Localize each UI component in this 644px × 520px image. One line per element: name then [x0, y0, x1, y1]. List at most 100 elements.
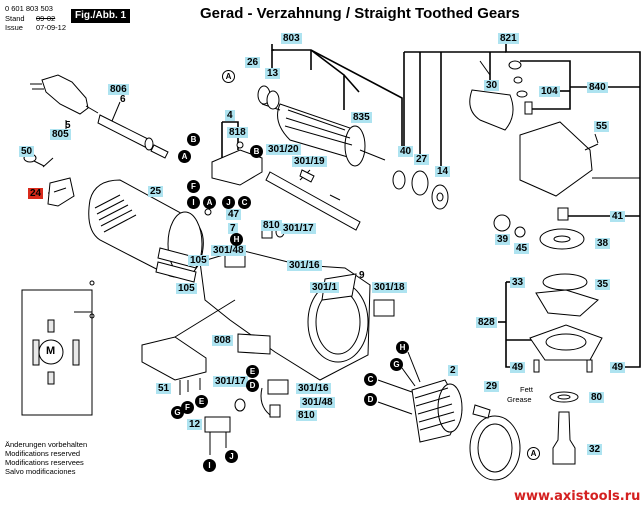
part-label-105-lower[interactable]: 105	[176, 283, 197, 294]
power-plug	[30, 74, 169, 159]
connector-i-module: I	[203, 459, 216, 472]
part-label-301-1[interactable]: 301/1	[310, 282, 340, 293]
part-label-25[interactable]: 25	[148, 186, 164, 197]
wiring-schematic	[21, 280, 95, 416]
part-label-840[interactable]: 840	[587, 82, 608, 93]
part-label-301-16-upper[interactable]: 301/16	[287, 260, 322, 271]
bearing-flange	[529, 273, 603, 373]
connector-h-stator: H	[396, 341, 409, 354]
part-label-301-48-lower[interactable]: 301/48	[300, 397, 335, 408]
stand-value: 09-02	[36, 14, 56, 23]
part-label-55[interactable]: 55	[594, 121, 610, 132]
connector-c-stator: C	[364, 373, 377, 386]
part-label-35[interactable]: 35	[595, 279, 611, 290]
issue-label: Issue	[5, 23, 23, 32]
gear-housing	[469, 60, 599, 197]
part-label-105-upper[interactable]: 105	[188, 255, 209, 266]
connector-a-guard: A	[527, 447, 540, 460]
part-label-9[interactable]: 9	[359, 270, 365, 281]
part-label-33[interactable]: 33	[510, 277, 526, 288]
connector-i-holder: I	[187, 196, 200, 209]
part-label-6[interactable]: 6	[120, 94, 126, 105]
part-label-47[interactable]: 47	[226, 209, 242, 220]
part-label-805[interactable]: 805	[50, 129, 71, 140]
brush-holder	[204, 141, 361, 231]
part-label-12[interactable]: 12	[187, 419, 203, 430]
part-label-803[interactable]: 803	[281, 33, 302, 44]
connector-a-upper: A	[222, 70, 235, 83]
stand-label: Stand	[5, 14, 25, 23]
modifications-note: Änderungen vorbehalten Modifications res…	[5, 440, 87, 476]
part-label-301-16-lower[interactable]: 301/16	[296, 383, 331, 394]
part-label-2[interactable]: 2	[448, 365, 458, 376]
part-label-45[interactable]: 45	[514, 243, 530, 254]
connector-b-holder: B	[250, 145, 263, 158]
part-label-29[interactable]: 29	[484, 381, 500, 392]
part-label-301-48-upper[interactable]: 301/48	[211, 245, 246, 256]
part-label-818[interactable]: 818	[227, 127, 248, 138]
part-label-30[interactable]: 30	[484, 80, 500, 91]
connector-f-module: F	[181, 401, 194, 414]
wheel-guard	[469, 404, 521, 481]
part-label-821[interactable]: 821	[498, 33, 519, 44]
part-label-7[interactable]: 7	[228, 223, 238, 234]
field-coil	[377, 351, 463, 443]
modifications-line-fr: Modifications reservees	[5, 458, 84, 467]
part-label-806[interactable]: 806	[108, 84, 129, 95]
connector-a-holder: A	[203, 196, 216, 209]
part-label-301-19[interactable]: 301/19	[292, 156, 327, 167]
bearings-rings	[392, 170, 449, 210]
part-label-810-upper[interactable]: 810	[261, 220, 282, 231]
part-label-38[interactable]: 38	[595, 238, 611, 249]
grease-note-de: Fett	[520, 385, 533, 394]
connector-e-lower: E	[246, 365, 259, 378]
armature	[257, 85, 386, 167]
modifications-line-de: Änderungen vorbehalten	[5, 440, 88, 449]
part-label-39[interactable]: 39	[495, 234, 511, 245]
part-label-4[interactable]: 4	[225, 110, 235, 121]
connector-b-plug: B	[187, 133, 200, 146]
modifications-line-es: Salvo modificaciones	[5, 467, 76, 476]
part-label-835[interactable]: 835	[351, 112, 372, 123]
connector-g-stator: G	[390, 358, 403, 371]
part-label-301-20[interactable]: 301/20	[266, 144, 301, 155]
motor-symbol: M	[46, 345, 56, 357]
connector-d-stator: D	[364, 393, 377, 406]
part-label-40[interactable]: 40	[398, 146, 414, 157]
gears	[493, 207, 585, 250]
connector-j-module: J	[225, 450, 238, 463]
connector-h-upper: H	[230, 233, 243, 246]
part-label-808[interactable]: 808	[212, 335, 233, 346]
part-label-301-17-lower[interactable]: 301/17	[213, 376, 248, 387]
part-label-24-highlighted[interactable]: 24	[28, 188, 44, 199]
part-label-49-right[interactable]: 49	[610, 362, 626, 373]
connector-g-module: G	[171, 406, 184, 419]
part-label-810-lower[interactable]: 810	[296, 410, 317, 421]
spindle	[549, 391, 579, 465]
part-label-41[interactable]: 41	[610, 211, 626, 222]
connector-d-lower: D	[246, 379, 259, 392]
diagram-title: Gerad - Verzahnung / Straight Toothed Ge…	[200, 5, 520, 22]
part-label-50[interactable]: 50	[19, 146, 35, 157]
part-label-13[interactable]: 13	[265, 68, 281, 79]
part-label-26[interactable]: 26	[245, 57, 261, 68]
website-link[interactable]: www.axistools.ru	[514, 489, 641, 504]
grease-note-en: Grease	[507, 395, 532, 404]
part-label-32[interactable]: 32	[587, 444, 603, 455]
part-label-51[interactable]: 51	[156, 383, 172, 394]
electronic-module	[141, 299, 236, 455]
part-label-14[interactable]: 14	[435, 166, 451, 177]
part-label-27[interactable]: 27	[414, 154, 430, 165]
connector-e-module: E	[195, 395, 208, 408]
part-label-828[interactable]: 828	[476, 317, 497, 328]
part-number: 0 601 803 503	[5, 4, 53, 13]
part-label-80[interactable]: 80	[589, 392, 605, 403]
figure-badge: Fig./Abb. 1	[71, 9, 131, 23]
part-label-301-18[interactable]: 301/18	[372, 282, 407, 293]
part-label-104[interactable]: 104	[539, 86, 560, 97]
part-label-301-17-upper[interactable]: 301/17	[281, 223, 316, 234]
part-label-5[interactable]: 5	[65, 120, 71, 131]
part-label-49-left[interactable]: 49	[510, 362, 526, 373]
leader-lines	[42, 44, 641, 368]
